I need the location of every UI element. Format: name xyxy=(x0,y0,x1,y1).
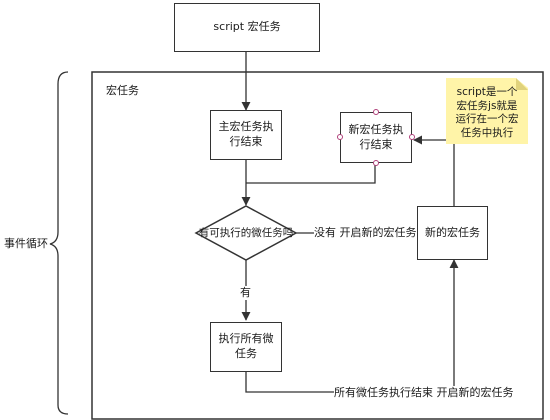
macro-task-frame xyxy=(91,71,544,420)
new-macro-task-box: 新的宏任务 xyxy=(417,206,488,260)
new-macro-task-label: 新的宏任务 xyxy=(425,225,480,239)
new-macro-task-done-label: 新宏任务执行结束 xyxy=(348,122,404,151)
script-macro-task-box: script 宏任务 xyxy=(174,3,320,52)
event-loop-label: 事件循环 xyxy=(4,237,48,250)
main-macro-task-done-label: 主宏任务执行结束 xyxy=(218,120,274,148)
event-loop-brace xyxy=(49,71,69,415)
no-branch-label: 没有 开启新的宏任务 xyxy=(314,226,417,240)
decision-label: 有可执行的微任务吗 xyxy=(198,227,294,239)
selection-handle-right xyxy=(409,134,415,140)
sticky-note-text: script是一个宏任务js就是运行在一个宏任务中执行 xyxy=(455,86,519,139)
script-macro-task-label: script 宏任务 xyxy=(213,20,281,34)
sticky-note: script是一个宏任务js就是运行在一个宏任务中执行 xyxy=(446,78,528,144)
selection-handle-top xyxy=(373,109,379,115)
selection-handle-bottom xyxy=(373,160,379,166)
main-macro-task-done-box: 主宏任务执行结束 xyxy=(210,110,282,160)
bottom-path-label: 所有微任务执行结束 开启新的宏任务 xyxy=(334,386,514,400)
selection-handle-left xyxy=(337,134,343,140)
arrow-newtask-to-newdone xyxy=(413,135,455,206)
arrow-newdone-to-decision xyxy=(246,163,376,184)
new-macro-task-done-box: 新宏任务执行结束 xyxy=(340,112,412,163)
execute-all-micro-tasks-box: 执行所有微任务 xyxy=(210,322,282,372)
macro-task-container-title: 宏任务 xyxy=(106,84,139,97)
yes-branch-label: 有 xyxy=(240,286,251,300)
execute-all-micro-tasks-label: 执行所有微任务 xyxy=(218,332,274,360)
decision-diamond xyxy=(194,205,298,261)
